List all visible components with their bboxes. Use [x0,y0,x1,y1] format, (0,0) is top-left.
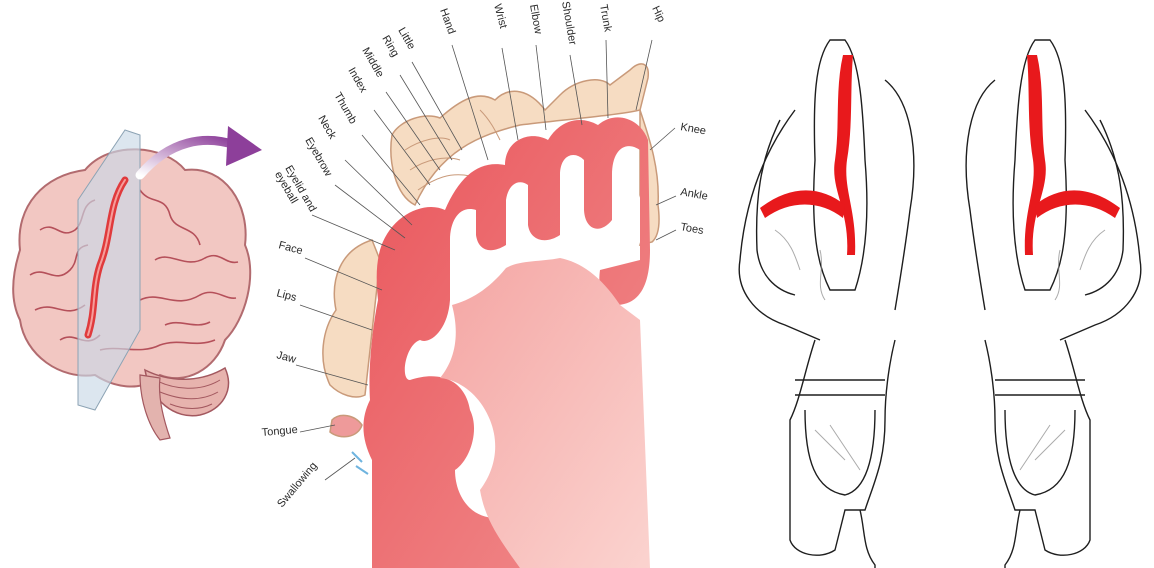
label-hip: Hip [649,4,667,24]
label-index: Index [345,66,369,96]
label-face: Face [277,239,304,257]
label-tongue: Tongue [261,424,298,439]
label-thumb: Thumb [331,91,359,127]
label-elbow: Elbow [527,3,544,35]
leader-line-knee [650,128,675,150]
label-middle: Middle [359,46,386,80]
swallowing-marker [352,452,368,474]
label-trunk: Trunk [597,3,614,33]
label-shoulder: Shoulder [559,0,579,46]
homunculus-diagram: Eyelid andeyeballEyebrowNeckThumbIndexMi… [261,0,708,568]
brain-illustration-icon [13,130,250,440]
label-neck: Neck [315,114,338,142]
motor-branch-red-left [760,190,845,218]
label-toes: Toes [679,221,704,237]
label-eyebrow: Eyebrow [302,136,334,179]
leader-line-toes [656,230,676,240]
label-eyelid: Eyelid andeyeball [272,164,318,220]
label-knee: Knee [679,121,706,137]
leader-line-eyebrow [335,185,405,238]
coronal-slice-right [966,40,1141,568]
leader-line-swallowing [325,458,355,480]
label-wrist: Wrist [491,3,509,30]
label-ring: Ring [379,34,401,60]
motor-pathway-red-right [1025,55,1046,255]
label-ankle: Ankle [679,186,708,203]
coronal-slice-left [739,40,914,568]
leader-line-ankle [656,196,676,205]
motor-branch-red-right [1035,190,1120,218]
motor-pathway-red-left [834,55,855,255]
leader-line-eyelid [312,215,395,250]
label-swallowing: Swallowing [275,460,320,510]
label-lips: Lips [275,287,298,304]
label-hand: Hand [437,7,457,36]
label-jaw: Jaw [275,349,297,366]
